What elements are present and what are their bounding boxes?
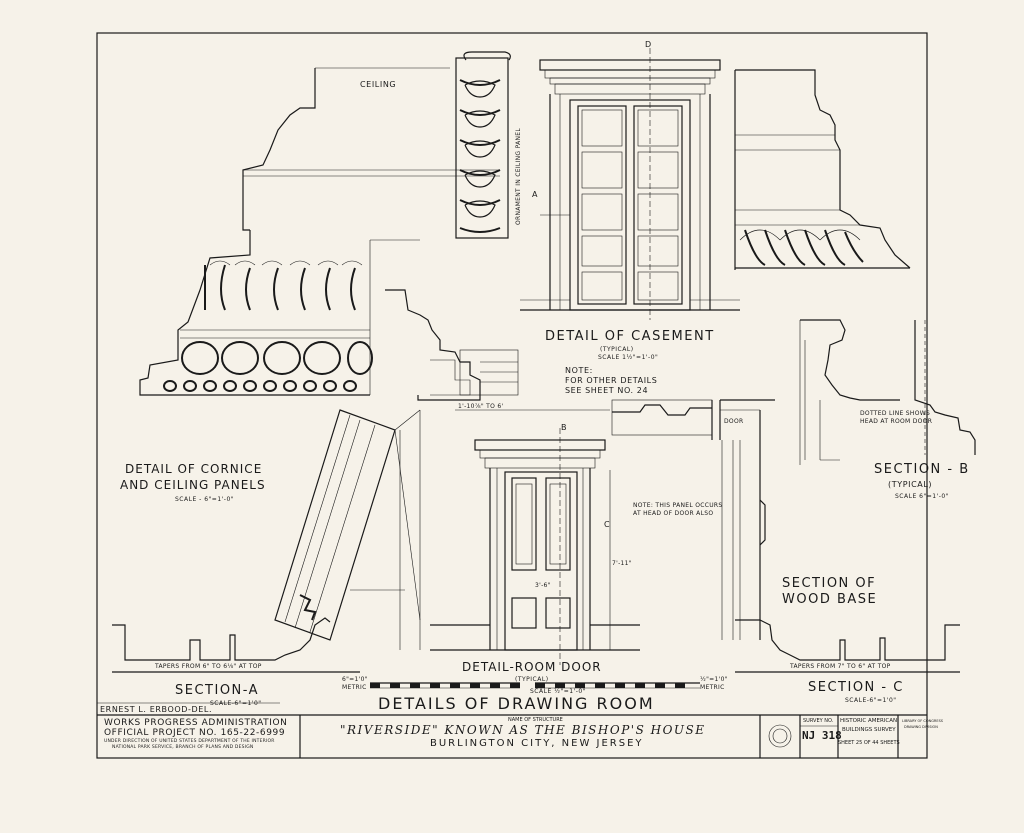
wpa-line-3: UNDER DIRECTION OF UNITED STATES DEPARTM… — [104, 739, 275, 744]
scale-bar-right-label-2: METRIC — [700, 684, 725, 691]
head-section-pieces — [611, 399, 775, 640]
section-b-subtitle: (TYPICAL) — [888, 480, 933, 489]
room-door-title: DETAIL-ROOM DOOR — [462, 660, 602, 674]
wpa-line-4: NATIONAL PARK SERVICE, BRANCH OF PLANS A… — [112, 745, 254, 750]
drawn-by: ERNEST L. ERBOOD-DEL. — [100, 705, 213, 714]
section-a-scale: SCALE-6"=1'0" — [210, 700, 262, 707]
marker-c: C — [604, 520, 611, 529]
scale-bar-left-label-1: 6"=1'0" — [342, 676, 368, 683]
cornice-title-line1: DETAIL OF CORNICE — [125, 462, 263, 476]
section-c-title: SECTION - C — [808, 680, 904, 695]
note-other-details-3: SEE SHEET NO. 24 — [565, 386, 649, 395]
cornice-scale: SCALE - 6"=1'-0" — [175, 496, 235, 503]
marker-b: B — [561, 423, 568, 432]
survey-label: SURVEY NO. — [803, 718, 834, 724]
library-line-2: DRAWING DIVISION — [904, 725, 938, 729]
wpa-line-2: OFFICIAL PROJECT NO. 165-22-6999 — [104, 728, 286, 738]
cornice-detail — [139, 67, 519, 401]
scale-bar-left-label-2: METRIC — [342, 684, 367, 691]
note-other-details-1: NOTE: — [565, 366, 593, 375]
casement-side-section — [734, 69, 911, 270]
section-a-diagonal — [274, 409, 421, 641]
ornament-label: ORNAMENT IN CEILING PANEL — [515, 127, 522, 225]
marker-d: D — [645, 40, 652, 49]
tapers-note-c: TAPERS FROM 7" TO 6" AT TOP — [790, 663, 891, 670]
library-line-1: LIBRARY OF CONGRESS — [902, 719, 944, 723]
ceiling-ornament-panel — [455, 51, 511, 239]
section-c-scale: SCALE-6"=1'0" — [845, 697, 897, 704]
wood-base-sections — [112, 617, 960, 673]
panel-note-2: AT HEAD OF DOOR ALSO — [633, 510, 714, 517]
room-door-elevation — [430, 428, 640, 665]
survey-number: NJ 318 — [802, 729, 842, 742]
panel-note-1: NOTE: THIS PANEL OCCURS — [633, 502, 723, 509]
section-b-profile — [799, 319, 976, 465]
dotted-line-note-2: HEAD AT ROOM DOOR — [860, 418, 933, 425]
casement-elevation — [520, 48, 740, 320]
casement-subtitle: (TYPICAL) — [600, 346, 634, 353]
dim-1-10: 1'-10⅞" TO 6' — [458, 403, 504, 410]
sheet-border — [96, 32, 928, 759]
scale-bars — [370, 682, 700, 689]
dimension-lines — [399, 214, 806, 650]
habs-line-3: SHEET 25 OF 44 SHEETS — [838, 740, 900, 746]
scale-bar-right-label-1: ½"=1'0" — [700, 676, 728, 683]
wpa-line-1: WORKS PROGRESS ADMINISTRATION — [104, 718, 288, 728]
title-block-frame — [97, 702, 927, 758]
dotted-line-note-1: DOTTED LINE SHOWS — [860, 410, 931, 417]
casement-scale: SCALE 1½"=1'-0" — [598, 354, 659, 361]
section-a-title: SECTION-A — [175, 683, 260, 698]
cornice-title-line2: AND CEILING PANELS — [120, 478, 266, 492]
dim-7-11: 7'-11" — [612, 560, 632, 567]
ceiling-label: CEILING — [360, 80, 397, 89]
marker-a: A — [532, 190, 539, 199]
habs-line-1: HISTORIC AMERICAN — [840, 718, 898, 724]
room-door-scale: SCALE ½"=1'-0" — [530, 688, 586, 695]
note-other-details-2: FOR OTHER DETAILS — [565, 376, 658, 385]
wood-base-title-1: SECTION OF — [782, 576, 877, 591]
habs-line-2: BUILDINGS SURVEY — [842, 727, 896, 733]
wood-base-title-2: WOOD BASE — [782, 592, 878, 607]
main-sheet-title: DETAILS OF DRAWING ROOM — [378, 694, 655, 713]
section-b-title: SECTION - B — [874, 462, 970, 477]
structure-location: BURLINGTON CITY, NEW JERSEY — [430, 738, 644, 749]
tapers-note-a: TAPERS FROM 6" TO 6⅛" AT TOP — [155, 663, 262, 670]
dim-3-6: 3'-6" — [535, 582, 551, 589]
casement-title: DETAIL OF CASEMENT — [545, 329, 715, 344]
section-b-scale: SCALE 6"=1'-0" — [895, 493, 949, 500]
door-label: DOOR — [724, 418, 744, 425]
structure-name-label: NAME OF STRUCTURE — [508, 717, 563, 723]
room-door-subtitle: (TYPICAL) — [515, 676, 549, 683]
structure-name: "RIVERSIDE" KNOWN AS THE BISHOP'S HOUSE — [340, 723, 706, 737]
